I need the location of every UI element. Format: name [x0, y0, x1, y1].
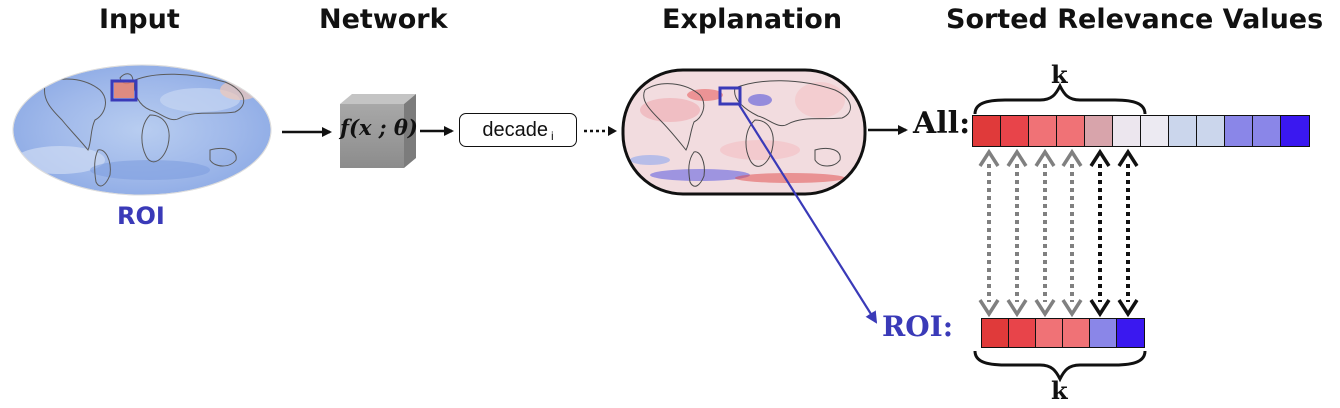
all-cell-8	[1168, 115, 1198, 147]
decade-subscript: i	[550, 129, 554, 143]
relevance-arrow-3	[1034, 148, 1056, 318]
input-roi-box	[110, 79, 138, 102]
all-cell-12	[1280, 115, 1310, 147]
all-cell-4	[1056, 115, 1086, 147]
relevance-arrow-1	[978, 148, 1000, 318]
roi-cell-6	[1116, 318, 1145, 348]
k-label-top: k	[1051, 60, 1068, 89]
roi-cell-4	[1062, 318, 1091, 348]
roi-cell-2	[1008, 318, 1037, 348]
relevance-arrow-6	[1117, 148, 1139, 318]
all-cell-10	[1224, 115, 1254, 147]
roi-label: ROI:	[882, 310, 954, 343]
decade-label: decade	[482, 118, 548, 141]
all-label: All:	[913, 106, 971, 141]
k-label-bottom: k	[1051, 376, 1068, 405]
relevance-arrow-2	[1006, 148, 1028, 318]
all-cell-5	[1084, 115, 1114, 147]
all-cell-7	[1140, 115, 1170, 147]
all-cell-2	[1000, 115, 1030, 147]
explanation-map	[621, 68, 867, 196]
explanation-roi-box	[718, 86, 742, 106]
relevance-arrows	[978, 148, 1139, 318]
header-input: Input	[99, 4, 180, 35]
roi-cell-1	[981, 318, 1010, 348]
all-cell-6	[1112, 115, 1142, 147]
network-function-label: f(x ; θ)	[340, 115, 418, 140]
header-network: Network	[319, 4, 448, 35]
network-cube	[340, 94, 416, 168]
all-cell-9	[1196, 115, 1226, 147]
relevance-arrow-5	[1089, 148, 1111, 318]
all-cell-1	[972, 115, 1002, 147]
header-sorted-relevance: Sorted Relevance Values	[946, 4, 1324, 35]
input-roi-label: ROI	[117, 202, 165, 230]
roi-cell-5	[1089, 318, 1118, 348]
relevance-arrow-4	[1061, 148, 1083, 318]
input-map	[12, 64, 272, 196]
roi-cell-3	[1035, 318, 1064, 348]
all-cell-3	[1028, 115, 1058, 147]
all-cell-11	[1252, 115, 1282, 147]
header-explanation: Explanation	[662, 4, 843, 35]
